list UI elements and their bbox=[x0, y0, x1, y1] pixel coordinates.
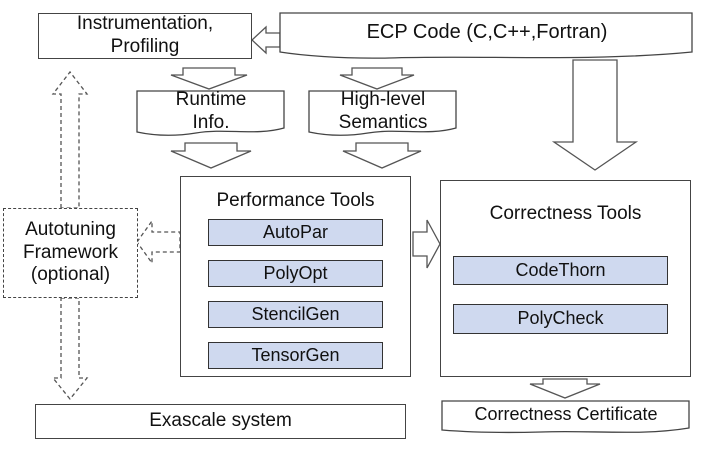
correctness-item-label: PolyCheck bbox=[517, 308, 604, 329]
performance-tools-title: Performance Tools bbox=[216, 190, 375, 211]
correctness-certificate-label: Correctness Certificate bbox=[474, 404, 658, 425]
ecp-code-label: ECP Code (C,C++,Fortran) bbox=[366, 21, 608, 43]
perf-item-label: TensorGen bbox=[251, 344, 340, 365]
high-level-semantics-box bbox=[308, 90, 457, 136]
arrow-runtime-to-performance bbox=[170, 142, 252, 169]
correctness-item-label: CodeThorn bbox=[515, 259, 606, 280]
arrow-ecp-to-instrumentation bbox=[251, 25, 281, 55]
runtime-info-label: Runtime Info. bbox=[175, 89, 247, 133]
ecp-code-box bbox=[279, 12, 693, 59]
perf-item-tensorgen: TensorGen bbox=[208, 342, 383, 369]
arrow-semantics-to-performance bbox=[342, 142, 422, 169]
correctness-tools-title: Correctness Tools bbox=[489, 203, 642, 224]
arrow-correctness-to-certificate bbox=[529, 378, 601, 399]
runtime-info-box bbox=[136, 90, 285, 136]
arrow-performance-to-autotuning bbox=[136, 218, 181, 266]
arrow-exascale-to-autotuning bbox=[51, 297, 89, 401]
perf-item-label: StencilGen bbox=[251, 303, 340, 324]
arrow-to-runtime-info bbox=[170, 67, 248, 90]
perf-item-label: AutoPar bbox=[262, 221, 329, 242]
arrow-autotuning-to-instrumentation bbox=[51, 70, 89, 209]
high-level-semantics-label-wrap: High-level Semantics bbox=[308, 88, 458, 136]
exascale-system-box: Exascale system bbox=[35, 404, 406, 439]
instrumentation-label: Instrumentation, Profiling bbox=[76, 13, 214, 57]
perf-item-stencilgen: StencilGen bbox=[208, 301, 383, 328]
autotuning-box: Autotuning Framework (optional) bbox=[3, 208, 138, 298]
correctness-item-codethorn: CodeThorn bbox=[453, 256, 668, 285]
runtime-info-label-wrap: Runtime Info. bbox=[136, 88, 286, 136]
arrow-to-high-level bbox=[339, 67, 415, 90]
arrow-performance-to-correctness bbox=[412, 219, 441, 269]
correctness-certificate-label-wrap: Correctness Certificate bbox=[441, 400, 691, 430]
correctness-item-polycheck: PolyCheck bbox=[453, 304, 668, 334]
perf-item-polyopt: PolyOpt bbox=[208, 260, 383, 287]
ecp-code-label-wrap: ECP Code (C,C++,Fortran) bbox=[279, 12, 695, 52]
high-level-semantics-label: High-level Semantics bbox=[338, 89, 428, 133]
arrow-ecp-to-correctness bbox=[551, 59, 639, 171]
exascale-system-label: Exascale system bbox=[149, 410, 292, 432]
perf-item-label: PolyOpt bbox=[263, 262, 328, 283]
correctness-certificate-box bbox=[441, 400, 690, 434]
autotuning-label: Autotuning Framework (optional) bbox=[22, 218, 118, 286]
perf-item-autopar: AutoPar bbox=[208, 219, 383, 246]
instrumentation-box: Instrumentation, Profiling bbox=[38, 13, 252, 59]
